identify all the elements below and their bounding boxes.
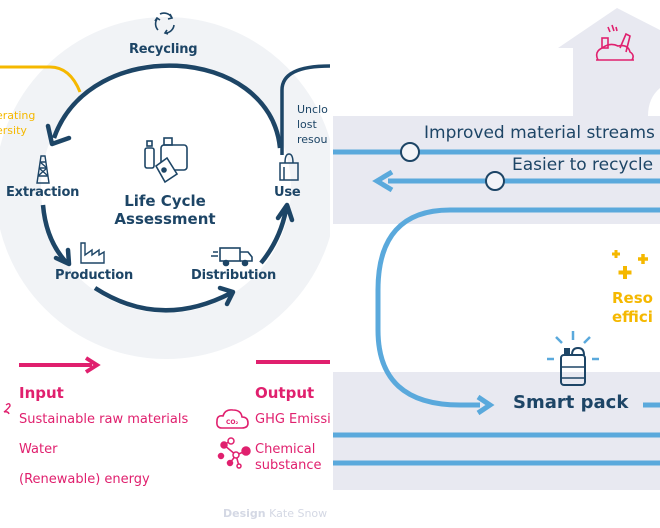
input-item: (Renewable) energy xyxy=(19,472,150,487)
stage-recycling: Recycling xyxy=(129,42,198,57)
stage-production: Production xyxy=(55,268,133,283)
stage-extraction: Extraction xyxy=(6,185,80,200)
smart-pack-label: Smart pack xyxy=(513,392,629,413)
up-arrow-shape xyxy=(558,8,660,116)
side-right-text: Unclo lost resou xyxy=(297,102,328,147)
co2-cloud-icon xyxy=(216,409,249,429)
output-item: substance xyxy=(255,458,322,473)
stage-distribution: Distribution xyxy=(191,268,277,283)
production-arc xyxy=(93,286,233,313)
smart-pack-graphic xyxy=(333,8,660,490)
center-title-line1: Life Cycle xyxy=(124,192,206,210)
packaging-icon xyxy=(144,137,188,184)
top-gray-band xyxy=(333,116,660,224)
loop-arrowhead xyxy=(476,394,495,416)
extraction-arc xyxy=(40,204,68,264)
input-item: Sustainable raw materials xyxy=(19,412,189,427)
resource-efficiency-text: Reso effici xyxy=(612,289,653,327)
yellow-side-curve xyxy=(0,65,82,93)
side-yellow-line1: erating xyxy=(0,109,36,122)
design-credit: Design Kate Snow xyxy=(223,507,327,520)
truck-icon xyxy=(211,247,253,267)
input-item: Water xyxy=(19,442,58,457)
recycling-arc xyxy=(51,63,283,149)
side-yellow-text: erating ersity xyxy=(0,108,35,138)
bottom-gray-band xyxy=(333,372,660,490)
output-item: GHG Emissi xyxy=(255,412,330,427)
side-right-line2: lost xyxy=(297,118,317,131)
stream-node-2[interactable] xyxy=(485,171,505,191)
side-yellow-line2: ersity xyxy=(0,124,27,137)
extraction-arrowhead xyxy=(53,247,72,267)
center-title: Life Cycle Assessment xyxy=(108,192,222,228)
resource-line2: effici xyxy=(612,308,653,326)
side-right-line1: Unclo xyxy=(297,103,328,116)
landfill-waste-icon xyxy=(595,24,634,61)
input-heading: Input xyxy=(19,384,64,402)
center-title-line2: Assessment xyxy=(114,210,216,228)
output-item: Chemical xyxy=(255,442,316,457)
stage-use: Use xyxy=(274,185,301,200)
credit-label: Design xyxy=(223,507,266,520)
distribution-arc xyxy=(259,209,289,265)
cycle-ring xyxy=(0,17,330,359)
molecule-icon xyxy=(217,437,251,469)
credit-name: Kate Snow xyxy=(269,507,328,520)
life-cycle-panel: CO₂ Recycling Extraction Production Dist… xyxy=(0,12,330,520)
smart-pack-loop xyxy=(375,207,660,408)
up-arrow-notch xyxy=(648,88,660,116)
stream-arrow-left xyxy=(372,169,394,193)
distribution-arrowhead xyxy=(275,202,295,223)
life-cycle-graphic: CO₂ xyxy=(0,12,330,469)
recycle-icon xyxy=(154,12,175,35)
oil-rig-icon xyxy=(36,155,50,184)
water-icon xyxy=(3,403,11,415)
stream-node-1[interactable] xyxy=(400,142,420,162)
side-right-line3: resou xyxy=(297,133,328,146)
input-arrow xyxy=(19,356,101,374)
production-arrowhead xyxy=(217,285,236,307)
resource-line1: Reso xyxy=(612,289,653,307)
shopping-bag-icon xyxy=(279,153,299,181)
output-heading: Output xyxy=(255,384,315,402)
sparkle-plus-icon xyxy=(612,250,648,279)
smart-pack-panel: Improved material streams Easier to recy… xyxy=(330,0,660,528)
smart-container-icon xyxy=(547,331,599,386)
stream-label-improved: Improved material streams xyxy=(424,123,655,143)
stream-label-recycle: Easier to recycle xyxy=(512,155,654,175)
navy-side-curve xyxy=(280,64,330,155)
factory-icon xyxy=(80,242,105,264)
co2-label: CO₂ xyxy=(226,419,239,426)
recycling-arrowhead xyxy=(45,123,72,147)
